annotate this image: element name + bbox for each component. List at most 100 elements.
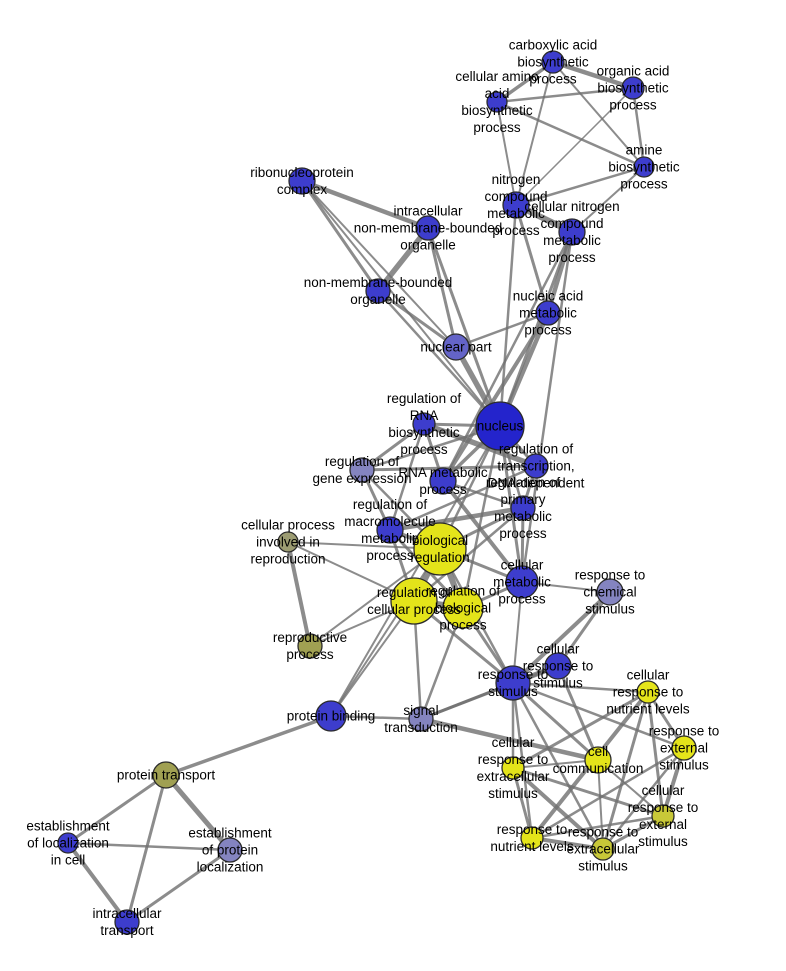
edge-epl--elc[interactable] — [66, 841, 232, 852]
edge-rpm--rcp[interactable] — [412, 506, 525, 603]
node-br[interactable] — [413, 522, 467, 576]
node-rmm[interactable] — [376, 516, 404, 544]
edge-cncm--cmp[interactable] — [520, 230, 574, 584]
edge-cc--rexs[interactable] — [597, 759, 604, 850]
edge-rrb--rmm[interactable] — [388, 422, 426, 532]
edge-rnp--nmo[interactable] — [300, 179, 380, 293]
edge-pb--nuc[interactable] — [330, 425, 501, 717]
edge-rcs--rs[interactable] — [511, 590, 612, 685]
node-rp[interactable] — [297, 633, 323, 659]
edge-pt--it[interactable] — [125, 773, 168, 924]
node-elc[interactable] — [57, 832, 79, 854]
edge-rs--res[interactable] — [511, 681, 686, 750]
node-cab[interactable] — [541, 50, 565, 74]
edge-rtd--rge[interactable] — [360, 464, 538, 472]
node-rge[interactable] — [349, 457, 375, 483]
node-st[interactable] — [408, 706, 434, 732]
node-cres[interactable] — [501, 756, 525, 780]
node-inmo[interactable] — [415, 215, 441, 241]
node-rcs[interactable] — [596, 578, 624, 606]
edge-rs--cc[interactable] — [511, 681, 600, 762]
edge-ab--ncm[interactable] — [514, 165, 646, 207]
node-rs[interactable] — [495, 665, 531, 701]
edge-pt--elc[interactable] — [66, 773, 168, 845]
edge-rpm--rmm[interactable] — [387, 505, 526, 533]
node-nam[interactable] — [535, 300, 561, 326]
edge-rtd--rmm[interactable] — [388, 464, 538, 532]
node-rnp[interactable] — [288, 167, 316, 195]
node-cc[interactable] — [584, 746, 612, 774]
node-crs[interactable] — [544, 652, 572, 680]
edge-nmo--np[interactable] — [376, 289, 458, 349]
node-oab[interactable] — [621, 76, 645, 100]
node-rnl[interactable] — [520, 826, 544, 850]
edge-rrb--rtd[interactable] — [421, 421, 539, 469]
node-ncm[interactable] — [502, 191, 530, 219]
edge-rmp--rpm[interactable] — [441, 479, 525, 510]
node-cpr[interactable] — [277, 531, 299, 553]
edge-rs--rnl[interactable] — [511, 681, 534, 840]
edge-cres--crexs[interactable] — [511, 766, 665, 818]
node-rexs[interactable] — [591, 837, 615, 861]
edge-rnp--inmo[interactable] — [299, 178, 431, 231]
node-ab[interactable] — [633, 156, 655, 178]
node-cncm[interactable] — [558, 218, 586, 246]
edge-rnp--np[interactable] — [301, 180, 457, 348]
edge-rnp--nuc[interactable] — [301, 180, 501, 427]
edge-ncm--nam[interactable] — [514, 203, 550, 315]
edge-cab--oab[interactable] — [550, 59, 636, 91]
node-res[interactable] — [671, 735, 697, 761]
edge-rmp--cmp[interactable] — [441, 479, 524, 584]
edge-crnl--cres[interactable] — [511, 690, 650, 770]
edge-crnl--rexs[interactable] — [601, 690, 650, 851]
node-cmp[interactable] — [505, 565, 539, 599]
node-caab[interactable] — [486, 91, 508, 113]
node-it[interactable] — [114, 909, 140, 935]
edge-cpr--rp[interactable] — [286, 540, 312, 648]
edge-cc--crexs[interactable] — [597, 759, 664, 817]
edge-rnl--crexs[interactable] — [530, 814, 665, 840]
edge-res--rexs[interactable] — [601, 746, 686, 851]
node-rrb[interactable] — [412, 412, 436, 436]
node-np[interactable] — [442, 333, 470, 361]
edge-pb--br[interactable] — [330, 548, 441, 717]
edge-rs--crnl[interactable] — [511, 681, 650, 694]
edge-epl--it[interactable] — [125, 848, 232, 924]
edge-caab--ncm[interactable] — [496, 101, 517, 206]
edge-inmo--nuc[interactable] — [426, 226, 502, 428]
edge-pb--pt[interactable] — [164, 714, 333, 777]
edge-cres--rnl[interactable] — [511, 766, 534, 840]
edge-oab--caab[interactable] — [495, 86, 635, 104]
edge-cc--st[interactable] — [418, 716, 601, 763]
edge-ab--cncm[interactable] — [571, 166, 645, 233]
edge-pt--epl[interactable] — [163, 772, 233, 853]
edge-cab--ncm[interactable] — [515, 61, 554, 206]
edge-oab--ncm[interactable] — [515, 87, 634, 206]
node-rcp[interactable] — [390, 577, 438, 625]
node-pb[interactable] — [315, 700, 347, 732]
edge-cc--cres[interactable] — [512, 759, 599, 769]
edge-nam--np[interactable] — [454, 311, 550, 349]
node-epl[interactable] — [217, 837, 243, 863]
edge-res--rnl[interactable] — [530, 746, 686, 840]
node-nmo[interactable] — [365, 278, 391, 304]
edge-elc--it[interactable] — [66, 841, 129, 924]
node-rbp[interactable] — [442, 587, 484, 629]
edge-rcs--crs[interactable] — [556, 590, 612, 668]
edge-caab--ab[interactable] — [495, 100, 646, 169]
node-nuc[interactable] — [475, 401, 525, 451]
node-pt[interactable] — [152, 761, 180, 789]
edge-oab--ab[interactable] — [631, 86, 646, 169]
edge-nmo--nuc[interactable] — [376, 289, 502, 428]
edge-cres--rexs[interactable] — [511, 766, 605, 851]
edge-rrb--rge[interactable] — [360, 422, 426, 472]
node-crnl[interactable] — [636, 680, 660, 704]
node-rtd[interactable] — [523, 453, 549, 479]
edge-nam--rmp[interactable] — [441, 311, 550, 483]
node-rpm[interactable] — [510, 495, 536, 521]
node-rmp[interactable] — [429, 467, 457, 495]
edge-inmo--np[interactable] — [426, 226, 458, 349]
edge-cab--ab[interactable] — [552, 61, 645, 168]
edge-inmo--nmo[interactable] — [375, 225, 431, 294]
